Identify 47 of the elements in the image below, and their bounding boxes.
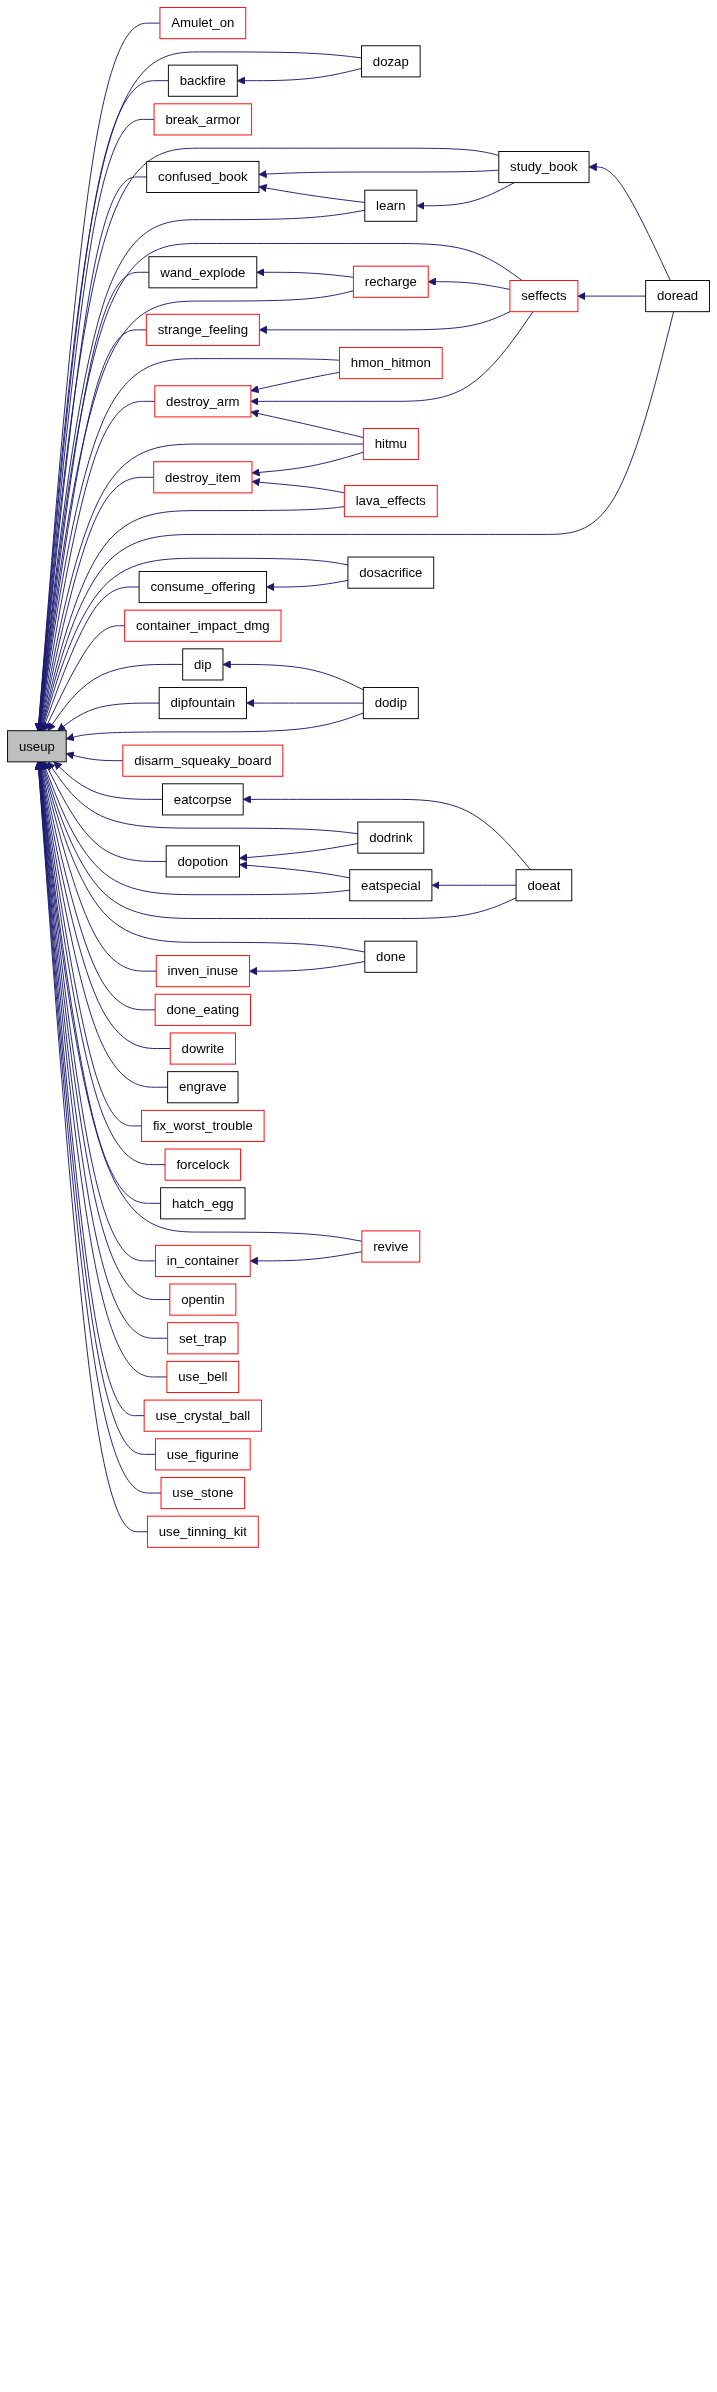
node-box: fix_worst_trouble [141,1109,265,1142]
node-box: engrave [167,1071,239,1104]
node-box: doread [645,280,710,313]
node-box: destroy_item [153,461,253,494]
node-box: seffects [509,280,579,313]
node-box: eatcorpse [162,783,244,816]
node-box: confused_book [146,160,260,193]
node-box: lava_effects [343,485,438,518]
node-box: dodip [362,687,419,720]
node-box: done_eating [154,993,251,1026]
node-box: doeat [515,869,573,902]
node-box: inven_inuse [155,955,250,988]
node-box: destroy_arm [154,385,252,418]
node-box: use_stone [160,1477,246,1510]
node-box: wand_explode [148,256,258,289]
node-box: use_bell [166,1360,240,1393]
node-box: hmon_hitmon [339,347,443,380]
node-box: strange_feeling [145,313,260,346]
node-box: recharge [352,265,429,298]
node-box: consume_offering [138,571,268,604]
node-box: hitmu [362,428,419,461]
node-box: revive [361,1230,421,1263]
node-box: use_tinning_kit [146,1515,259,1548]
node-box: use_crystal_ball [143,1399,262,1432]
node-box: learn [364,189,418,222]
node-box: use_figurine [155,1438,251,1471]
node-box: set_trap [167,1322,239,1355]
node-box: hatch_egg [160,1187,246,1220]
node-box: dozap [361,45,421,78]
node-box: in_container [155,1244,251,1277]
node-box: dip [182,648,224,681]
node-box: dosacrifice [347,556,435,589]
node-box: disarm_squeaky_board [122,744,284,777]
node-box: backfire [167,64,238,97]
node-box: forcelock [164,1148,242,1181]
node-box: useup [7,730,67,763]
node-box: study_book [498,151,590,184]
node-box: dopotion [165,845,240,878]
node-box: dowrite [169,1032,236,1065]
node-box: dodrink [357,821,425,854]
node-box: eatspecial [349,869,433,902]
node-box: Amulet_on [159,7,247,40]
node-box: dipfountain [158,687,247,720]
node-box: break_armor [153,103,253,136]
node-box: done [364,940,418,973]
node-box: container_impact_dmg [124,609,282,642]
node-box: opentin [169,1283,237,1316]
